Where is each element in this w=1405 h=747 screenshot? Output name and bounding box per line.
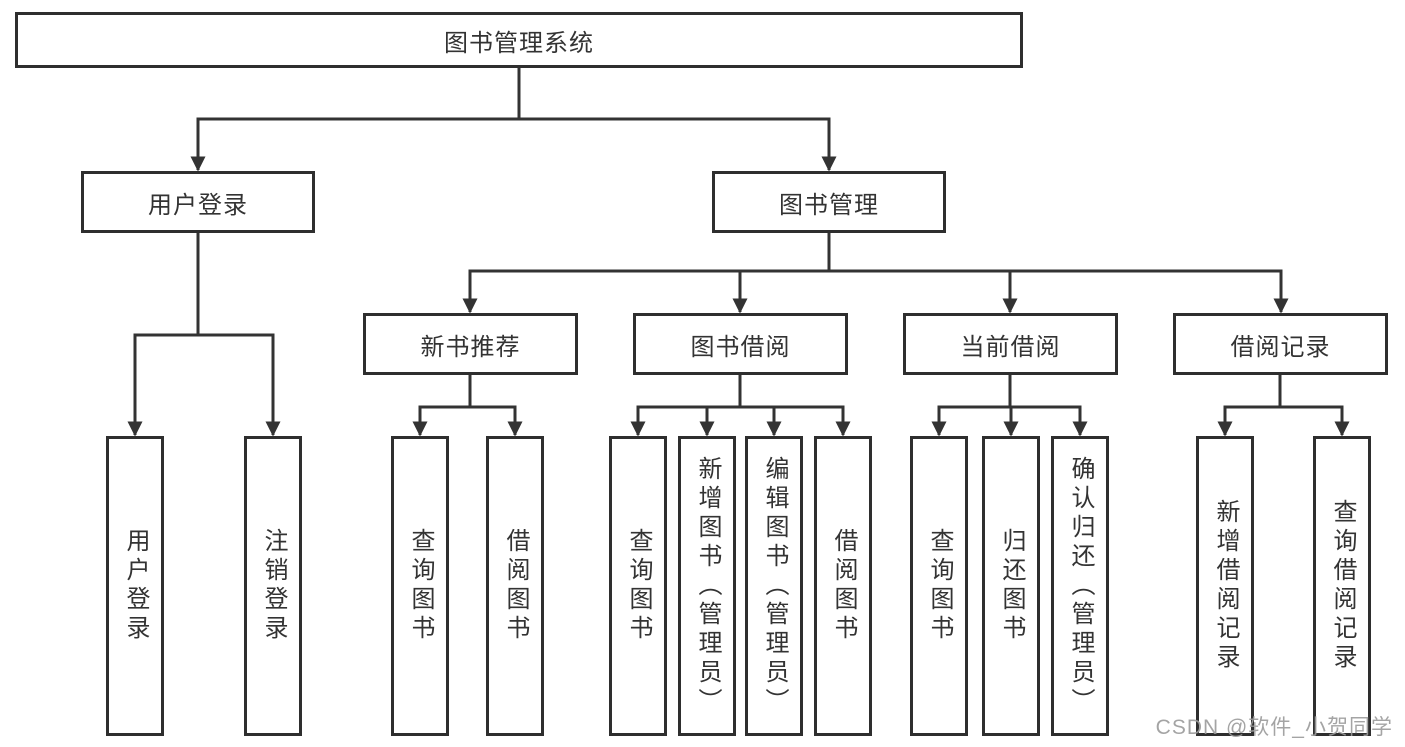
csdn-watermark: CSDN @软件_小贺同学 [1155, 716, 1393, 739]
leaf-label: 借阅图书 [830, 528, 857, 644]
node-library-management-system: 图书管理系统 [15, 12, 1023, 68]
leaf-query-books-current: 查询图书 [910, 436, 968, 736]
leaf-confirm-return-admin: 确认归还（管理员） [1051, 436, 1109, 736]
node-new-book-recommendation: 新书推荐 [363, 313, 578, 375]
leaf-label: 借阅图书 [502, 528, 529, 644]
leaf-label: 归还图书 [998, 528, 1025, 644]
leaf-edit-books-admin: 编辑图书（管理员） [745, 436, 803, 736]
leaf-add-borrow-record: 新增借阅记录 [1196, 436, 1254, 736]
leaf-label: 确认归还（管理员） [1067, 455, 1094, 717]
leaf-logout: 注销登录 [244, 436, 302, 736]
node-book-borrowing: 图书借阅 [633, 313, 848, 375]
leaf-query-books-recommend: 查询图书 [391, 436, 449, 736]
node-user-login: 用户登录 [81, 171, 315, 233]
leaf-query-books-borrow: 查询图书 [609, 436, 667, 736]
node-book-management: 图书管理 [712, 171, 946, 233]
node-current-borrowing: 当前借阅 [903, 313, 1118, 375]
leaf-label: 新增借阅记录 [1212, 499, 1239, 673]
leaf-label: 查询图书 [625, 528, 652, 644]
leaf-label: 查询图书 [407, 528, 434, 644]
leaf-query-borrow-record: 查询借阅记录 [1313, 436, 1371, 736]
leaf-return-books: 归还图书 [982, 436, 1040, 736]
leaf-borrow-books-recommend: 借阅图书 [486, 436, 544, 736]
leaf-label: 查询借阅记录 [1329, 499, 1356, 673]
leaf-label: 用户登录 [122, 528, 149, 644]
leaf-borrow-books: 借阅图书 [814, 436, 872, 736]
leaf-add-books-admin: 新增图书（管理员） [678, 436, 736, 736]
leaf-label: 查询图书 [926, 528, 953, 644]
leaf-label: 新增图书（管理员） [694, 455, 721, 717]
leaf-label: 注销登录 [260, 528, 287, 644]
leaf-label: 编辑图书（管理员） [761, 455, 788, 717]
node-borrowing-records: 借阅记录 [1173, 313, 1388, 375]
leaf-user-login: 用户登录 [106, 436, 164, 736]
